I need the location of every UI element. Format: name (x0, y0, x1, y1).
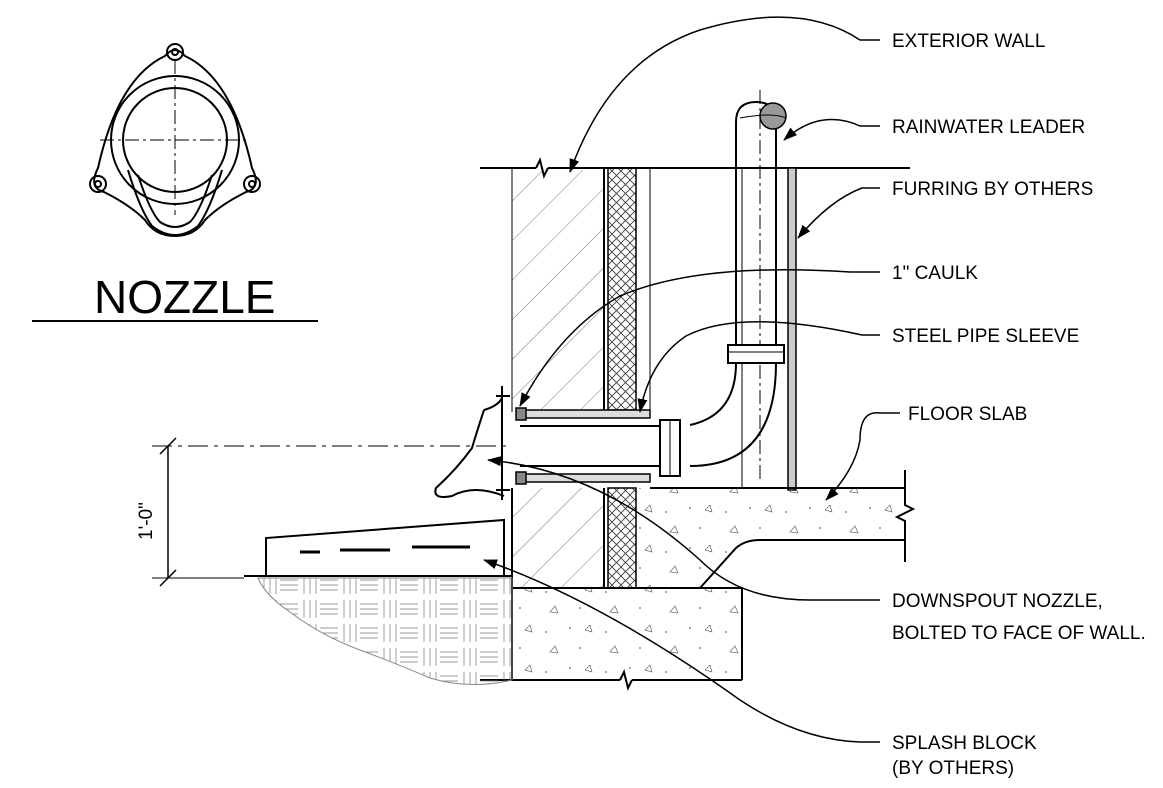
insulation-upper (607, 167, 637, 411)
nozzle-section (434, 386, 510, 500)
label-downspout-1: DOWNSPOUT NOZZLE, (892, 591, 1103, 612)
footing (480, 587, 743, 691)
label-furring: FURRING BY OTHERS (892, 179, 1093, 200)
rainwater-leader-pipe (520, 100, 787, 477)
label-downspout-2: BOLTED TO FACE OF WALL. (892, 623, 1146, 644)
steel-pipe-sleeve (515, 407, 651, 485)
label-exterior-wall: EXTERIOR WALL (892, 31, 1045, 52)
wall-section (480, 90, 910, 680)
label-rainwater-leader: RAINWATER LEADER (892, 117, 1085, 138)
leader-lines (483, 16, 900, 743)
label-splash-2: (BY OTHERS) (892, 758, 1014, 779)
label-sleeve: STEEL PIPE SLEEVE (892, 326, 1079, 347)
label-splash-1: SPLASH BLOCK (892, 733, 1037, 754)
caulk-lower (515, 471, 527, 485)
caulk-upper (515, 407, 527, 421)
furring (787, 167, 797, 491)
dimension-text: 1'-0" (136, 502, 157, 540)
label-floor-slab: FLOOR SLAB (908, 404, 1027, 425)
pipe-cap (759, 102, 787, 130)
splash-block (244, 518, 512, 577)
floor-slab (636, 470, 916, 589)
dimension-1ft (152, 437, 512, 587)
callout-labels: EXTERIOR WALL RAINWATER LEADER FURRING B… (892, 31, 1146, 779)
nozzle-plan-view (89, 43, 261, 238)
nozzle-title: NOZZLE (94, 271, 275, 323)
ground-soil (257, 577, 513, 685)
label-caulk: 1" CAULK (892, 263, 978, 284)
